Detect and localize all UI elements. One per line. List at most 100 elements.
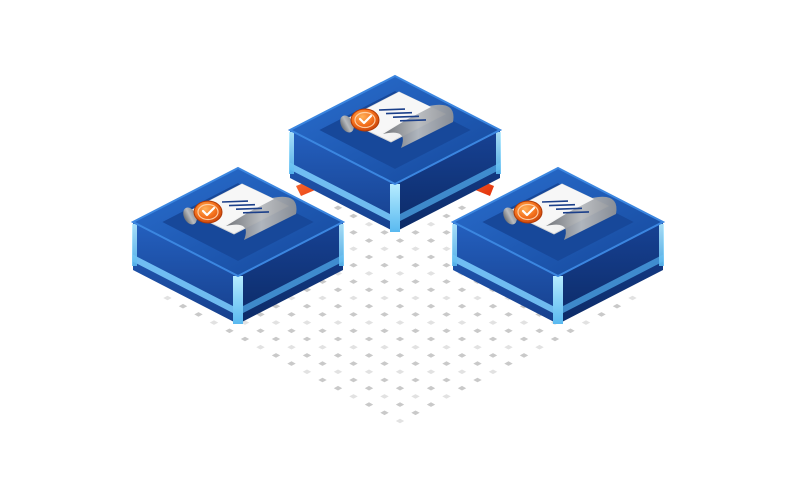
- grid-dot: [178, 303, 188, 309]
- grid-dot: [411, 295, 420, 301]
- grid-dot: [442, 295, 451, 301]
- grid-dot: [318, 361, 327, 366]
- grid-dot: [395, 320, 405, 325]
- grid-dot: [380, 344, 389, 350]
- grid-dot: [457, 205, 467, 211]
- grid-dot: [411, 328, 420, 334]
- document-text-line: [235, 207, 263, 210]
- grid-dot: [519, 353, 529, 358]
- grid-dot: [333, 205, 343, 211]
- grid-dot: [318, 377, 327, 383]
- grid-dot: [349, 344, 358, 350]
- grid-dot: [349, 295, 358, 301]
- grid-dot: [411, 246, 420, 252]
- block-corner-highlight: [496, 132, 501, 174]
- grid-dot: [271, 320, 281, 325]
- grid-dot: [411, 230, 420, 235]
- checkmark-badge-icon: [193, 200, 223, 224]
- grid-dot: [349, 328, 358, 334]
- grid-dot: [240, 320, 250, 325]
- grid-dot: [457, 320, 467, 325]
- grid-dot: [442, 361, 451, 366]
- grid-dot: [597, 312, 606, 317]
- grid-dot: [457, 385, 467, 391]
- grid-dot: [581, 320, 591, 325]
- grid-dot: [395, 336, 405, 342]
- grid-dot: [442, 328, 451, 334]
- grid-dot: [380, 410, 389, 416]
- grid-dot: [318, 295, 327, 301]
- grid-dot: [209, 320, 219, 325]
- grid-dot: [380, 246, 389, 252]
- grid-dot: [349, 312, 358, 317]
- grid-dot: [426, 271, 436, 276]
- grid-dot: [364, 353, 374, 358]
- grid-dot: [380, 295, 389, 301]
- document-roll: [503, 207, 517, 225]
- grid-dot: [163, 295, 172, 301]
- grid-dot: [457, 369, 467, 375]
- grid-dot: [287, 344, 296, 350]
- block-corner-highlight: [339, 224, 344, 266]
- grid-dot: [395, 238, 405, 243]
- grid-dot: [442, 213, 451, 219]
- grid-dot: [457, 353, 467, 358]
- grid-dot: [364, 336, 374, 342]
- grid-dot: [395, 402, 405, 407]
- grid-dot: [318, 344, 327, 350]
- grid-dot: [628, 295, 637, 301]
- grid-dot: [364, 320, 374, 325]
- grid-dot: [395, 369, 405, 375]
- grid-dot: [380, 377, 389, 383]
- document-curl: [546, 196, 617, 240]
- grid-dot: [411, 312, 420, 317]
- grid-dot: [287, 328, 296, 334]
- grid-dot: [550, 336, 560, 342]
- grid-dot: [380, 312, 389, 317]
- grid-dot: [442, 312, 451, 317]
- grid-dot: [411, 262, 420, 268]
- grid-dot: [504, 361, 513, 366]
- grid-dot: [411, 361, 420, 366]
- grid-dot: [395, 353, 405, 358]
- grid-dot: [457, 287, 467, 293]
- grid-dot: [349, 377, 358, 383]
- document-sheet: [340, 91, 454, 148]
- grid-dot: [380, 328, 389, 334]
- grid-dot: [364, 385, 374, 391]
- grid-dot: [411, 344, 420, 350]
- block-edge-highlight-left: [133, 254, 238, 316]
- grid-dot: [349, 213, 358, 219]
- grid-dot: [442, 246, 451, 252]
- grid-dot: [349, 230, 358, 235]
- grid-dot: [426, 254, 436, 260]
- document-roll: [183, 207, 197, 225]
- grid-dot: [364, 271, 374, 276]
- grid-dot: [426, 303, 436, 309]
- checkmark-badge-icon: [513, 200, 543, 224]
- grid-dot: [457, 336, 467, 342]
- grid-dot: [395, 418, 405, 424]
- grid-dot: [395, 385, 405, 391]
- grid-dot: [271, 336, 281, 342]
- grid-dot: [380, 394, 389, 399]
- server-blocks: [130, 74, 666, 324]
- document-sheet: [183, 183, 297, 240]
- grid-dot: [380, 262, 389, 268]
- grid-dot: [473, 361, 482, 366]
- grid-dot: [442, 230, 451, 235]
- document-text-line: [392, 115, 420, 118]
- document-text-line: [221, 200, 249, 203]
- grid-dot: [442, 377, 451, 383]
- checkmark-badge-icon: [350, 108, 380, 132]
- block-edge-highlight-left: [290, 162, 395, 224]
- grid-dot: [333, 303, 343, 309]
- document-text-line: [562, 211, 590, 214]
- block-edge-highlight-right: [558, 254, 663, 316]
- document-text-line: [399, 119, 427, 122]
- block-corner-highlight: [553, 276, 563, 324]
- grid-dot: [364, 369, 374, 375]
- grid-dot: [302, 369, 312, 375]
- document-text-line: [228, 203, 256, 207]
- grid-dot: [426, 320, 436, 325]
